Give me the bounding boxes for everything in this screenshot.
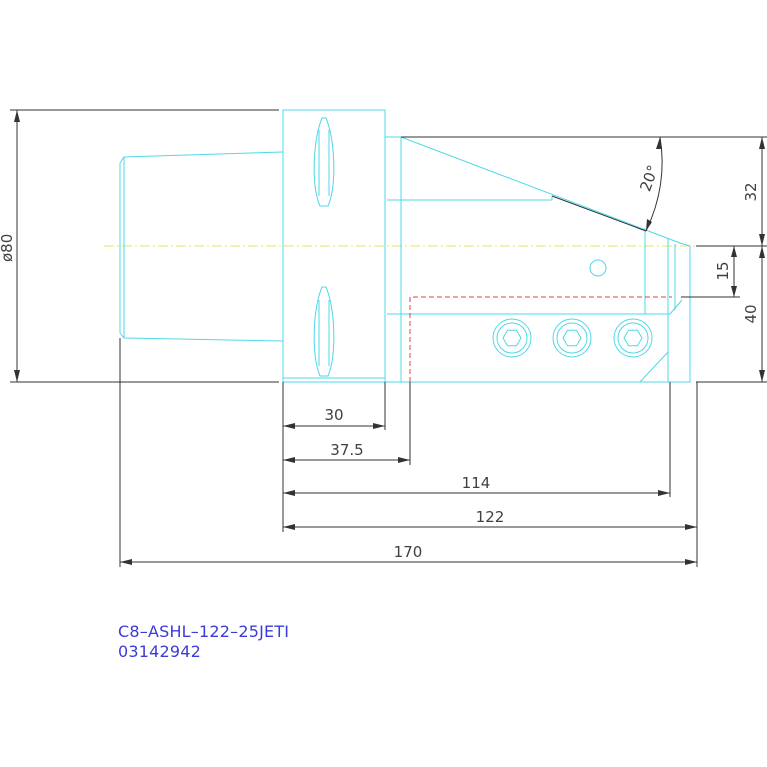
dim-114: 114: [462, 474, 491, 492]
dim-40: 40: [742, 304, 760, 323]
dim-15: 15: [714, 261, 732, 280]
screw-1: [492, 318, 532, 358]
screw-2: [552, 318, 592, 358]
dim-170: 170: [394, 543, 423, 561]
dim-37-5: 37.5: [330, 441, 363, 459]
order-code: 03142942: [118, 642, 202, 661]
dim-32: 32: [742, 182, 760, 201]
shank: [119, 151, 284, 342]
tool-body: [385, 136, 691, 383]
dimension-lines: [10, 109, 767, 567]
screw-3: [613, 318, 653, 358]
dim-angle: 20°: [636, 163, 662, 194]
title-block: C8–ASHL–122–25JETI 03142942: [118, 622, 289, 662]
flange: [282, 109, 386, 383]
hidden-line: [409, 296, 672, 382]
dim-diameter: ø80: [0, 234, 16, 262]
part-number: C8–ASHL–122–25JETI: [118, 622, 290, 641]
dim-122: 122: [476, 508, 505, 526]
dim-30: 30: [324, 406, 343, 424]
